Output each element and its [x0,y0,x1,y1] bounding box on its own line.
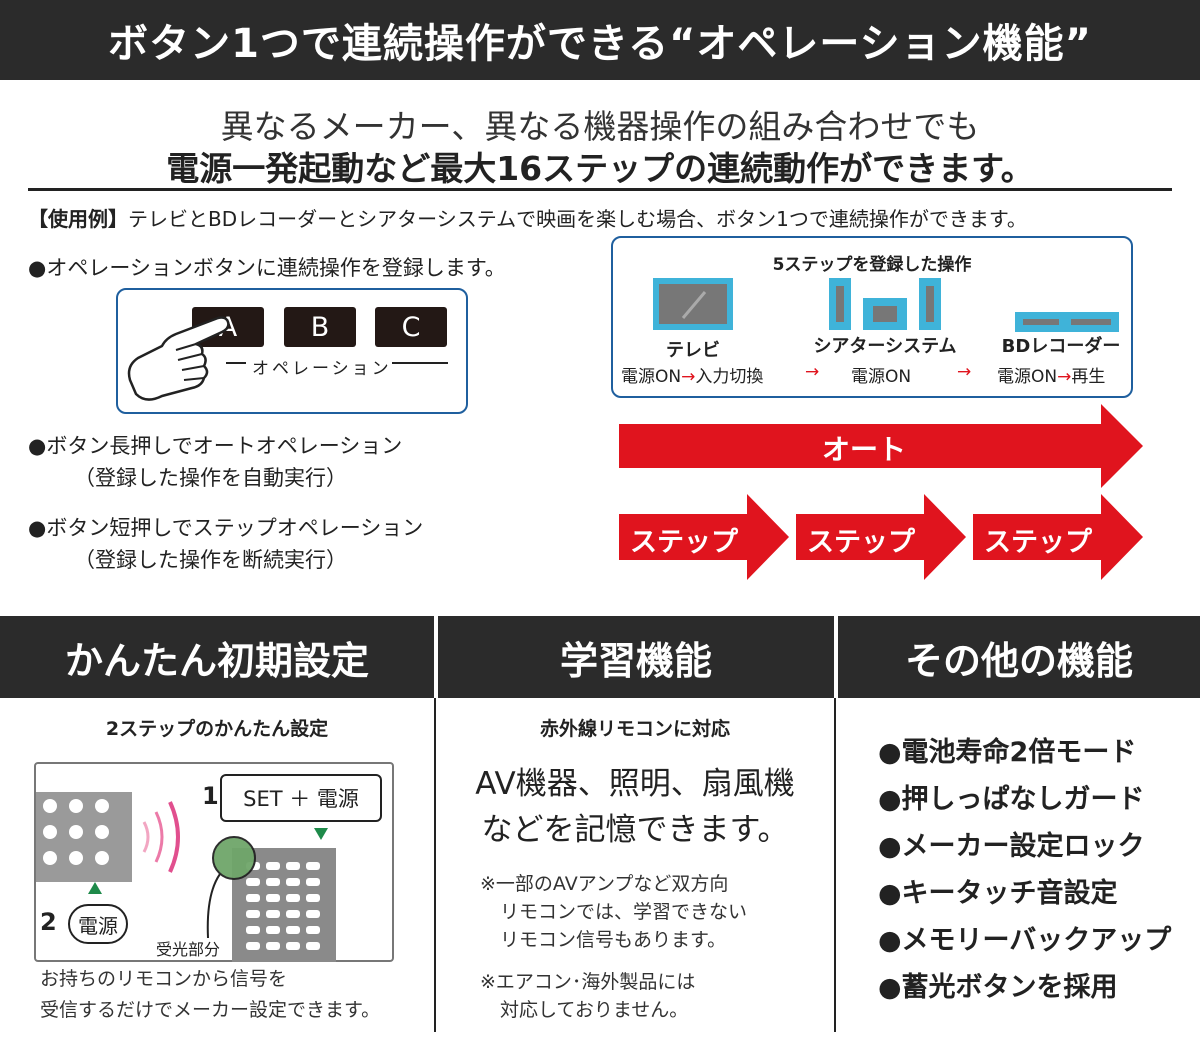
section-header-learning: 学習機能 [438,616,834,698]
operation-buttons-panel: A B C オペレーション [116,288,468,414]
step-arrow-label-3: ステップ [984,527,1092,558]
operation-label-line-left [226,362,246,364]
device-action-tv: 電源ON→入力切換 [621,362,763,387]
pointing-hand-icon [127,316,230,401]
device-action-bd-b: 再生 [1071,367,1106,387]
bullet-short-press: ●ボタン短押しでステップオペレーション [28,516,424,540]
learning-note1-line2: リモコンでは、学習できない [500,901,748,923]
usage-example-text: テレビとBDレコーダーとシアターシステムで映画を楽しむ場合、ボタン1つで連続操作… [128,207,1027,231]
step-arrow-label-2: ステップ [807,527,915,558]
setup-diagram: 2 電源 1 SET ＋ 電源 受光部分 [34,762,394,962]
device-name-tv: テレビ [666,340,720,361]
learning-subtitle: 赤外線リモコンに対応 [539,718,730,740]
usage-example: 【使用例】テレビとBDレコーダーとシアターシステムで映画を楽しむ場合、ボタン1つ… [28,203,1027,232]
banner-title: ボタン1つで連続操作ができる“オペレーション機能” [0,0,1200,80]
bullet-register: ●オペレーションボタンに連続操作を登録します。 [28,256,506,280]
operation-label-line-right [392,362,448,364]
setup-caption-1: お持ちのリモコンから信号を [40,968,288,990]
device-action-tv-b: 入力切換 [695,367,764,387]
column-separator [834,698,836,1032]
receiver-highlight-icon [206,836,256,939]
section-header-setup: かんたん初期設定 [0,616,434,698]
connector-arrow: → [1057,367,1072,387]
lead-line-1: 異なるメーカー、異なる機器操作の組み合わせでも [220,107,980,146]
down-arrow-icon [314,828,328,840]
bullet-long-press: ●ボタン長押しでオートオペレーション [28,434,403,458]
connector-arrow: → [681,367,696,387]
setup-power-button[interactable]: 電源 [68,904,128,944]
header-separator [434,616,436,698]
section-header-other: その他の機能 [838,616,1200,698]
tv-icon [653,278,733,330]
setup-caption-2: 受信するだけでメーカー設定できます。 [40,999,381,1021]
setup-step1-number: 1 [202,782,219,810]
device-action-theater: 電源ON [851,367,912,387]
operation-key-c[interactable]: C [375,307,447,347]
learning-note1-line3: リモコン信号もあります。 [500,929,727,951]
setup-set-power-button[interactable]: SET ＋ 電源 [220,774,382,822]
operation-label: オペレーション [252,359,392,379]
operation-key-b[interactable]: B [284,307,356,347]
other-feature-item: ●メーカー設定ロック [878,831,1145,862]
other-feature-item: ●押しっぱなしガード [878,784,1145,815]
signal-wave-icon [142,801,180,873]
device-name-bd: BDレコーダー [1001,336,1121,357]
learning-note1-line1: ※一部のAVアンプなど双方向 [480,873,729,895]
auto-arrow-label: オート [822,433,907,466]
step-arrow-1: → [805,362,820,382]
up-arrow-icon [88,882,102,894]
lead-line-2: 電源一発起動など最大16ステップの連続動作ができます。 [166,149,1034,188]
registered-steps-panel: 5ステップを登録した操作 テレビ 電源ON→入力切換 → シアターシステム 電源… [611,236,1133,398]
step-arrow-label-1: ステップ [630,527,738,558]
learning-main-1: AV機器、照明、扇風機 [475,766,795,802]
theater-system-icon [829,278,941,330]
column-separator [434,698,436,1032]
auto-arrow [619,404,1143,488]
bullet-short-press-sub: （登録した操作を断続実行） [74,548,347,572]
step-arrow-shape-3 [973,494,1143,580]
setup-step2-number: 2 [40,908,57,936]
device-action-bd-a: 電源ON [997,367,1058,387]
device-name-theater: シアターシステム [813,336,957,357]
setup-subtitle: 2ステップのかんたん設定 [105,718,329,740]
other-feature-item: ●キータッチ音設定 [878,878,1118,909]
bd-recorder-icon [1015,312,1119,332]
source-remote-icon [36,792,132,882]
learning-note2-line1: ※エアコン･海外製品には [480,971,696,993]
step-arrow-2: → [957,362,972,382]
divider [28,188,1172,191]
usage-example-tag: 【使用例】 [28,207,128,231]
receiver-label: 受光部分 [156,940,221,959]
device-action-bd: 電源ON→再生 [997,362,1105,387]
device-action-tv-a: 電源ON [621,367,682,387]
other-feature-item: ●電池寿命2倍モード [878,737,1137,768]
registered-steps-title: 5ステップを登録した操作 [772,255,972,275]
other-feature-item: ●メモリーバックアップ [878,925,1172,956]
bullet-long-press-sub: （登録した操作を自動実行） [74,466,347,490]
other-feature-item: ●蓄光ボタンを採用 [878,972,1118,1003]
learning-main-2: などを記憶できます。 [481,812,789,848]
learning-note2-line2: 対応しておりません。 [500,999,689,1021]
step-arrow-shape-1 [619,494,789,580]
header-separator [834,616,836,698]
step-arrow-shape-2 [796,494,966,580]
universal-remote-icon [232,848,336,962]
